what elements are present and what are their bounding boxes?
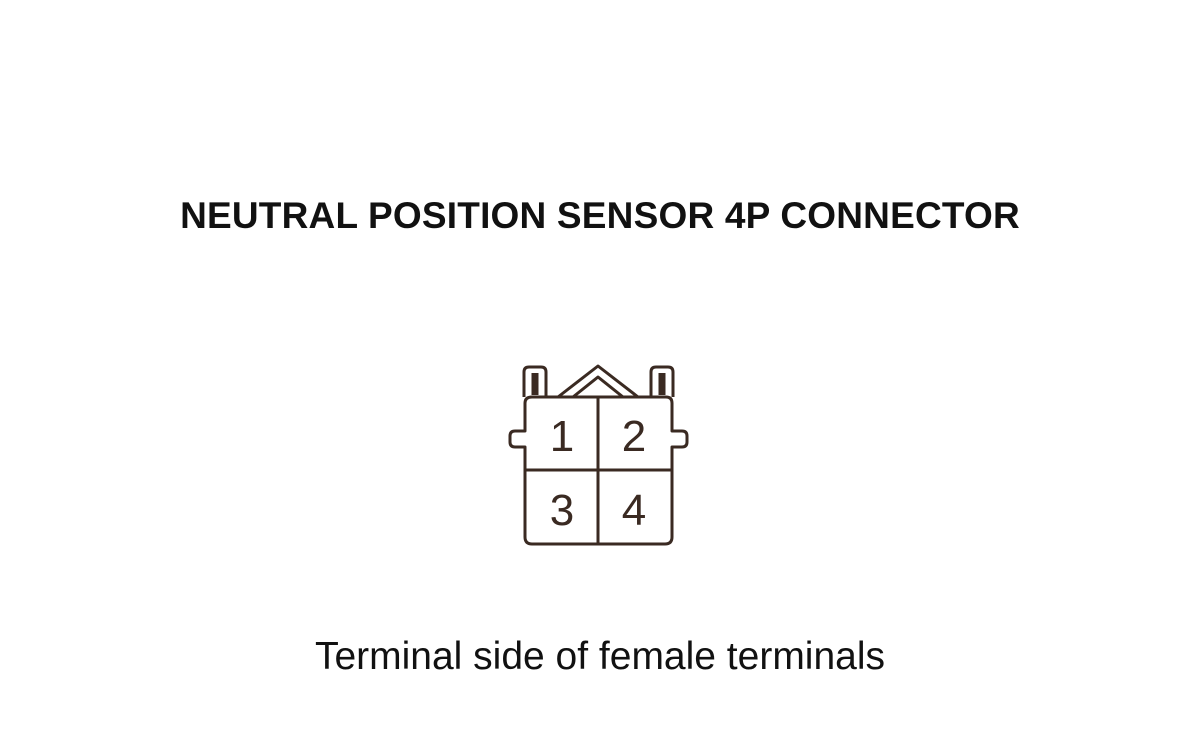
diagram-title: NEUTRAL POSITION SENSOR 4P CONNECTOR bbox=[180, 195, 1020, 236]
left-latch bbox=[522, 365, 548, 397]
polarity-key bbox=[557, 364, 639, 399]
diagram-caption: Terminal side of female terminals bbox=[314, 635, 886, 678]
pin-2-label: 2 bbox=[622, 412, 646, 461]
pin-3-label: 3 bbox=[550, 486, 574, 535]
right-latch bbox=[649, 365, 675, 397]
connector-body bbox=[508, 395, 689, 546]
pin-4-label: 4 bbox=[622, 486, 646, 535]
connector-drawing: 1 2 3 4 bbox=[508, 364, 689, 546]
connector-diagram: 1 2 3 4 bbox=[500, 355, 700, 555]
pin-1-label: 1 bbox=[550, 412, 574, 461]
